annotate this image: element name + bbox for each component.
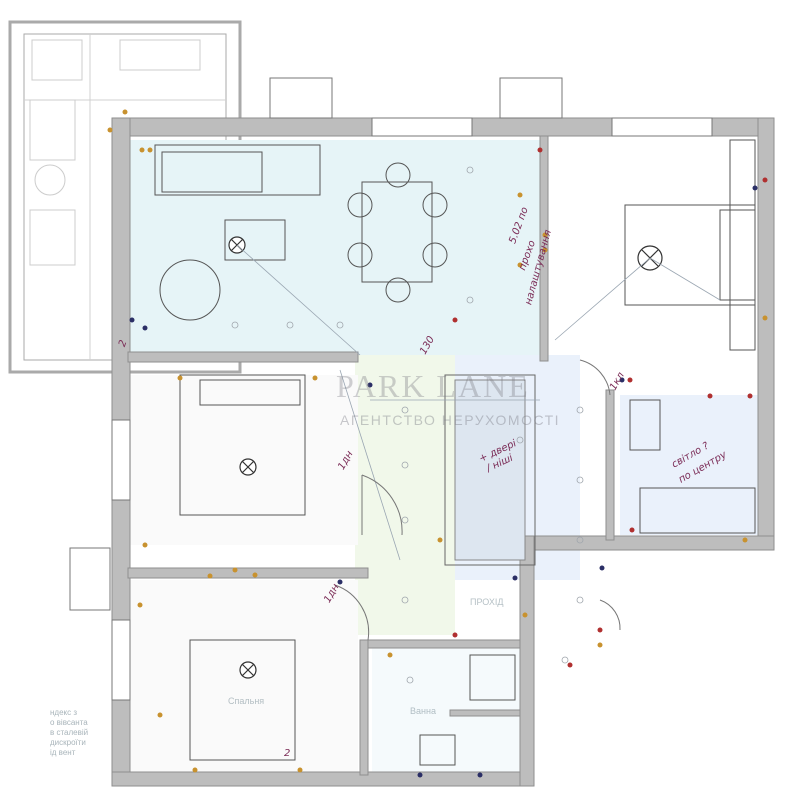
- sockets-navy: [129, 185, 758, 778]
- sockets-orange: [107, 109, 768, 773]
- margin-note-line: ндекс з: [50, 708, 78, 717]
- margin-note-line: о вівсанта: [50, 718, 88, 727]
- bedroom-label: Спальня: [228, 696, 265, 706]
- sockets-red: [452, 147, 768, 668]
- room-fills: [128, 140, 765, 775]
- doors: [334, 359, 621, 641]
- margin-note-line: дискроїти: [50, 738, 86, 747]
- margin-note-line: в сталевій: [50, 728, 89, 737]
- wiring: [236, 244, 721, 561]
- margin-note-line: ід вент: [50, 748, 76, 757]
- bathroom-label: Ванна: [410, 706, 436, 716]
- watermark-subtitle: АГЕНТСТВО НЕРУХОМОСТІ: [340, 412, 561, 428]
- windows: [69, 77, 713, 701]
- furniture: [154, 139, 756, 766]
- handwritten-mark: 2: [284, 748, 291, 759]
- hallway-label: ПРОХІД: [470, 597, 504, 607]
- margin-note: ндекс з о вівсанта в сталевій дискроїти …: [50, 708, 110, 758]
- watermark-brand: PARK LANE: [336, 368, 530, 404]
- switch-symbols: [231, 166, 584, 684]
